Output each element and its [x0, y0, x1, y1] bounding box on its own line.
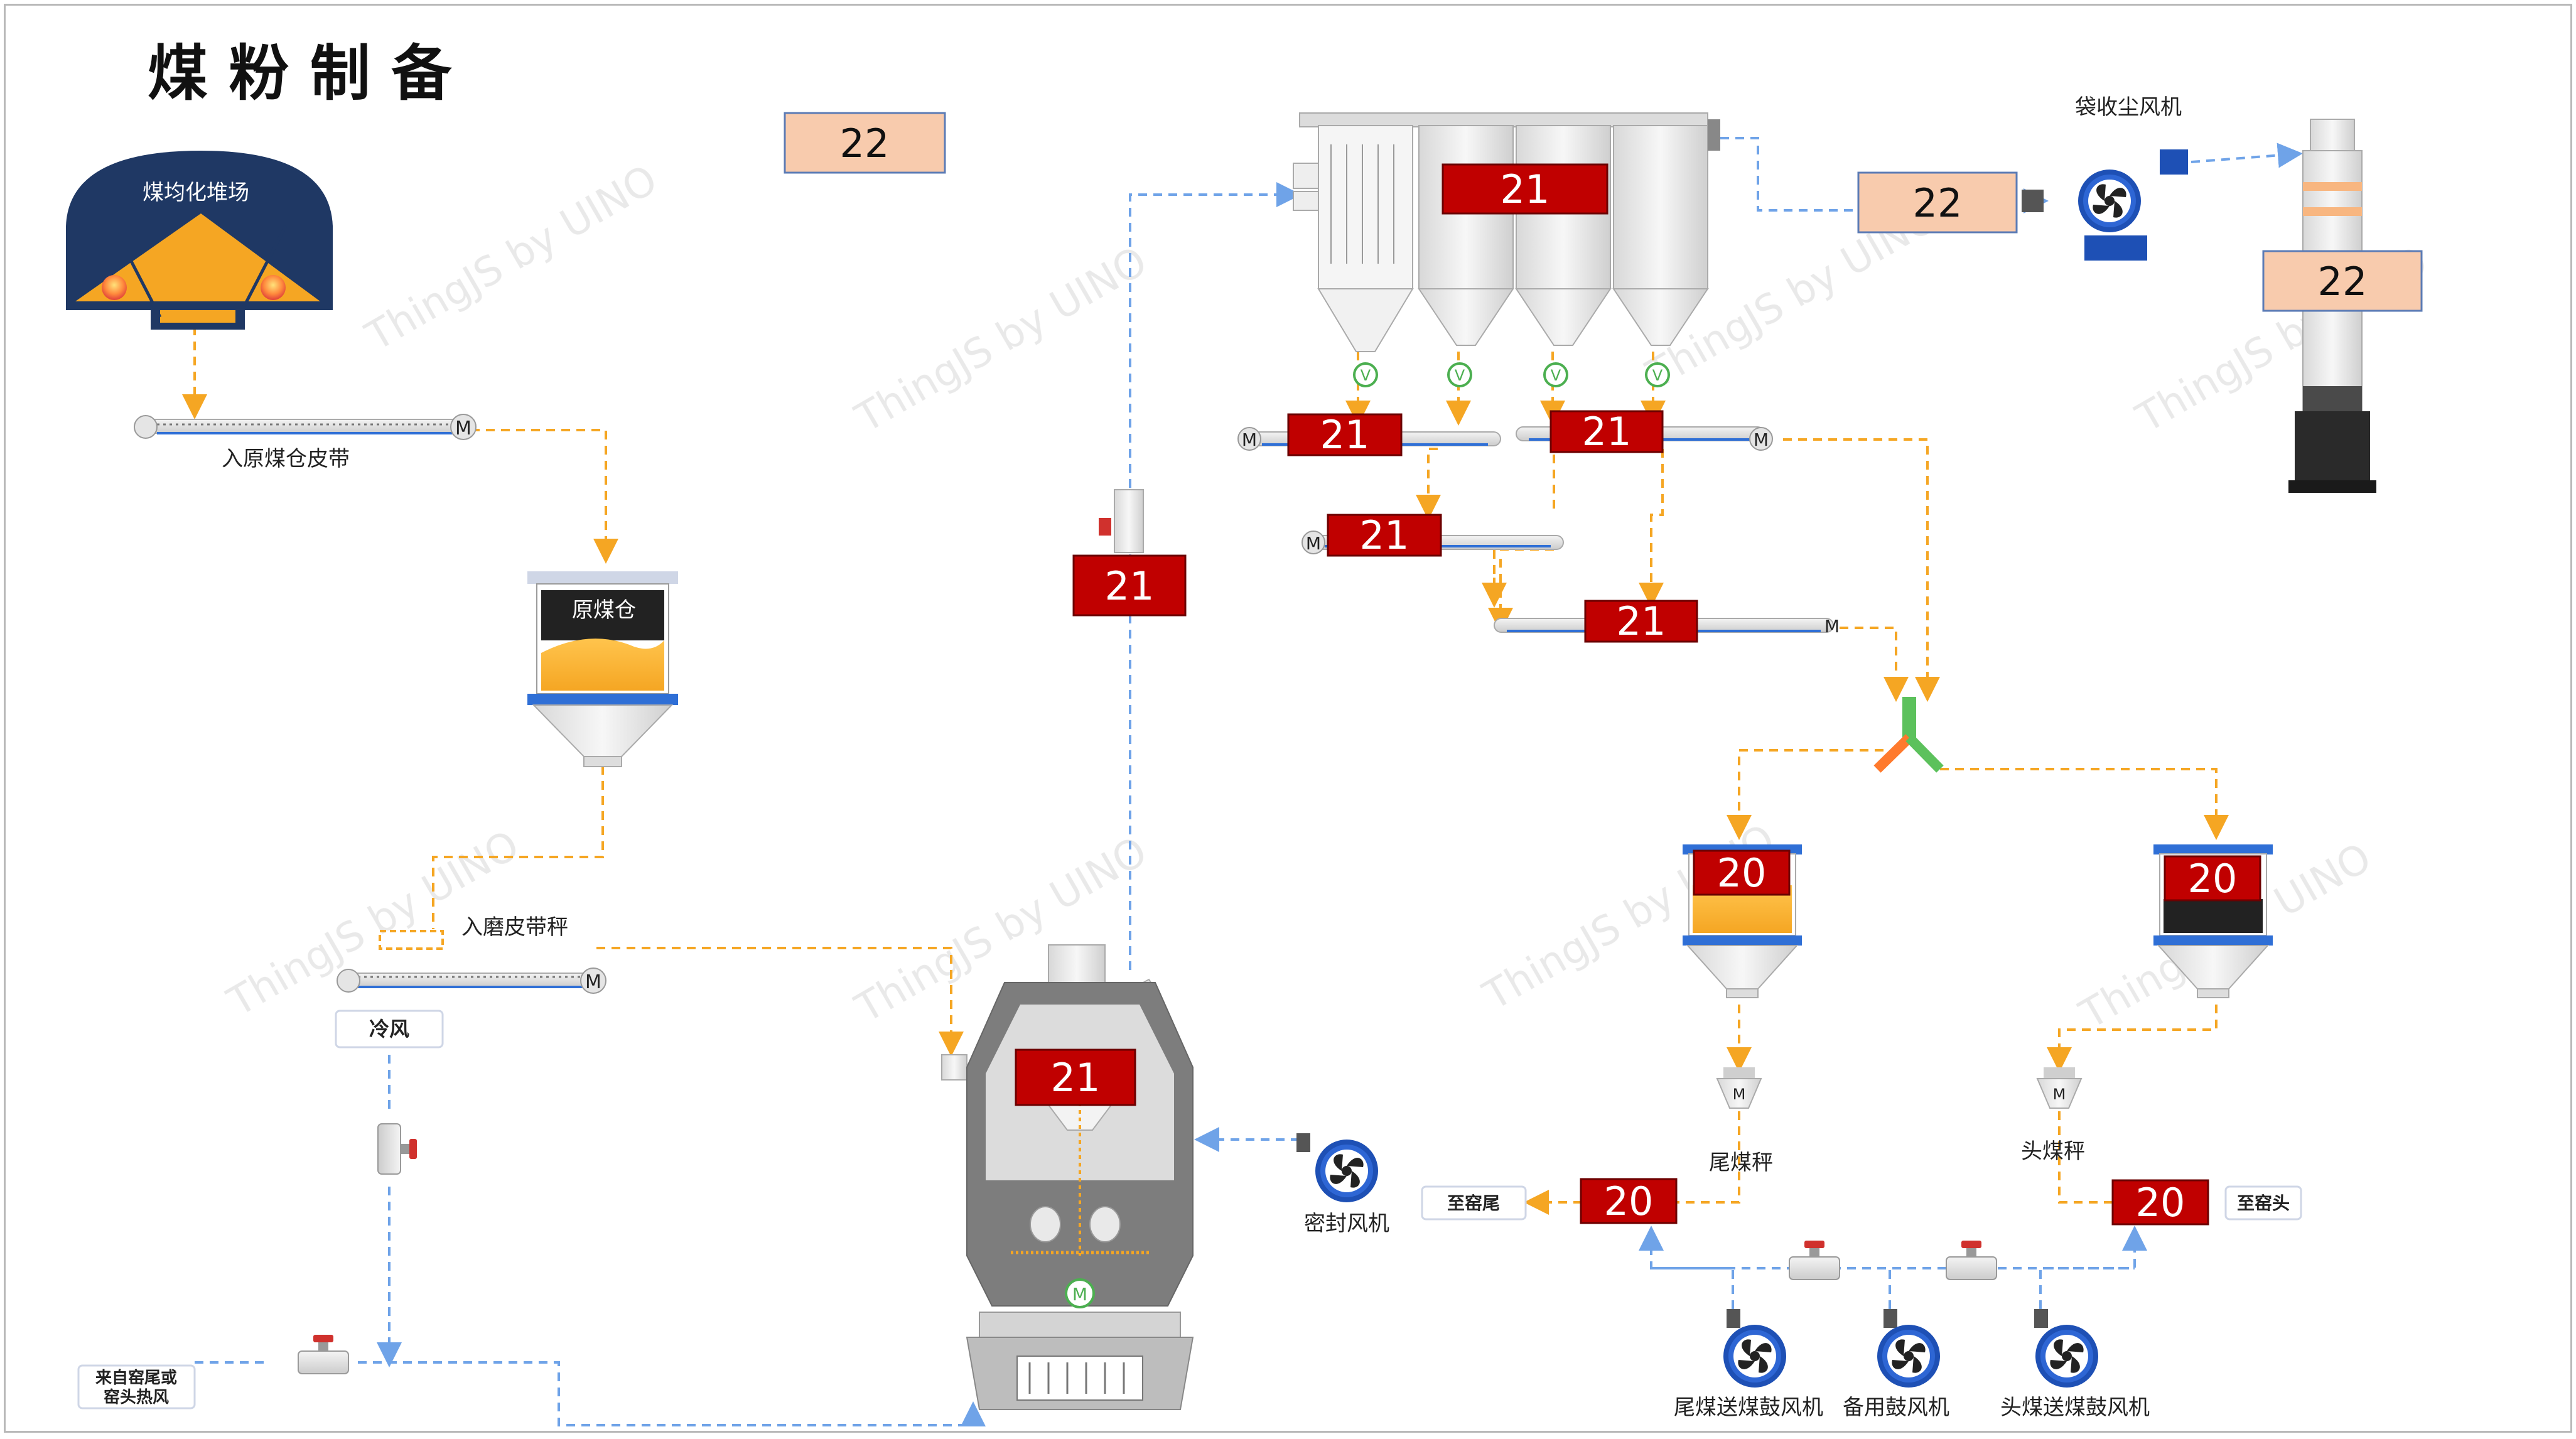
tag-value: 20 — [2136, 1180, 2185, 1226]
valve-icon: V — [1455, 367, 1465, 384]
seal-fan-label: 密封风机 — [1304, 1211, 1389, 1236]
tail-blower-label: 尾煤送煤鼓风机 — [1674, 1395, 1823, 1420]
splitter-valve — [1873, 697, 1944, 773]
baghouse — [1293, 112, 1720, 352]
stockyard-label: 煤均化堆场 — [143, 180, 249, 205]
head-scale-label: 头煤秤 — [2021, 1139, 2085, 1164]
dust-collector-fan[interactable]: 袋收尘风机 — [2022, 95, 2188, 261]
motor-icon: M — [455, 418, 472, 439]
dust-fan-label: 袋收尘风机 — [2075, 95, 2182, 120]
tag-conveyor-d-21[interactable]: 21 — [1584, 598, 1698, 644]
tag-conveyor-a-21[interactable]: 21 — [1287, 412, 1403, 458]
tag-head-bin-20[interactable]: 20 — [2164, 855, 2261, 902]
tag-value: 21 — [1320, 412, 1370, 458]
stockyard: 煤均化堆场 — [66, 151, 333, 330]
tag-value: 21 — [1501, 166, 1550, 212]
tag-top-22[interactable]: 22 — [784, 112, 946, 174]
tag-value: 20 — [2188, 856, 2238, 902]
tag-value: 20 — [1717, 850, 1767, 896]
rotary-valves — [1353, 362, 1670, 387]
tag-tail-out-20[interactable]: 20 — [1580, 1178, 1678, 1224]
valve-icon: V — [1551, 367, 1561, 384]
tag-value: 21 — [1582, 409, 1632, 455]
head-blower-label: 头煤送煤鼓风机 — [2000, 1395, 2150, 1420]
raw-bin-label: 原煤仓 — [572, 598, 636, 623]
tag-baghouse-21[interactable]: 21 — [1442, 163, 1609, 215]
tag-tail-bin-20[interactable]: 20 — [1693, 849, 1791, 896]
canvas-border — [4, 4, 2572, 1433]
motor-icon: M — [1754, 429, 1769, 450]
mill-motor-icon: M — [1072, 1284, 1087, 1305]
seal-fan[interactable]: 密封风机 — [1296, 1133, 1389, 1236]
tag-value: 21 — [1051, 1055, 1101, 1101]
raw-coal-belt: M 入原煤仓皮带 — [134, 414, 477, 472]
rotary-valve-labels: V V V V — [1361, 367, 1663, 384]
mill-belt-label: 入磨皮带秤 — [461, 915, 568, 940]
motor-icon: M — [1733, 1086, 1746, 1103]
motor-icon: M — [1306, 533, 1321, 554]
head-coal-scale: M 头煤秤 — [2021, 1067, 2085, 1164]
tag-conveyor-c-21[interactable]: 21 — [1327, 512, 1442, 558]
raw-coal-bin: 原煤仓 — [527, 571, 678, 767]
to-kiln-head: 至窑头 — [2224, 1185, 2302, 1221]
hot-air-source: 来自窑尾或 窑头热风 — [77, 1364, 196, 1409]
tag-stack-22[interactable]: 22 — [2262, 250, 2423, 312]
mill-belt-scale: M 入磨皮带秤 — [337, 915, 606, 994]
to-head-label: 至窑头 — [2237, 1193, 2290, 1214]
page-title: 煤 粉 制 备 — [148, 38, 452, 109]
cold-air-label: 冷风 — [369, 1017, 409, 1041]
hot-air-label-1: 来自窑尾或 — [95, 1368, 177, 1388]
tag-riser-21[interactable]: 21 — [1072, 554, 1187, 617]
valve-icon: V — [1652, 367, 1663, 384]
motor-icon: M — [1824, 616, 1840, 637]
riser-duct — [1099, 489, 1144, 553]
valve-icon: V — [1361, 367, 1371, 384]
tag-value: 21 — [1617, 598, 1666, 644]
tail-scale-label: 尾煤秤 — [1709, 1150, 1773, 1175]
tail-coal-scale: M 尾煤秤 — [1709, 1067, 1773, 1175]
spare-blower-label: 备用鼓风机 — [1843, 1395, 1949, 1420]
tag-value: 21 — [1105, 563, 1155, 609]
tag-boxes: 22 22 22 21 21 21 21 21 — [784, 112, 2423, 1226]
raw-belt-label: 入原煤仓皮带 — [222, 446, 350, 472]
tag-value: 20 — [1604, 1178, 1654, 1224]
tag-value: 22 — [1913, 180, 1963, 226]
tag-mill-21[interactable]: 21 — [1015, 1048, 1136, 1106]
cold-air-inlet: 冷风 — [335, 1010, 444, 1048]
spare-blower[interactable]: 备用鼓风机 — [1843, 1309, 1949, 1420]
to-tail-label: 至窑尾 — [1447, 1193, 1500, 1214]
motor-icon: M — [585, 971, 601, 993]
tag-value: 22 — [840, 121, 890, 166]
tag-conveyor-b-21[interactable]: 21 — [1549, 409, 1664, 455]
tag-value: 22 — [2318, 259, 2368, 305]
tag-pre-fan-22[interactable]: 22 — [1857, 171, 2018, 234]
to-kiln-tail: 至窑尾 — [1421, 1185, 1527, 1221]
motor-icon: M — [1242, 429, 1257, 450]
tag-head-out-20[interactable]: 20 — [2111, 1179, 2209, 1226]
hot-air-label-2: 窑头热风 — [104, 1388, 169, 1407]
motor-icon: M — [2053, 1086, 2066, 1103]
tag-value: 21 — [1360, 512, 1409, 558]
head-coal-blower[interactable]: 头煤送煤鼓风机 — [2000, 1309, 2150, 1420]
tail-coal-blower[interactable]: 尾煤送煤鼓风机 — [1674, 1309, 1823, 1420]
